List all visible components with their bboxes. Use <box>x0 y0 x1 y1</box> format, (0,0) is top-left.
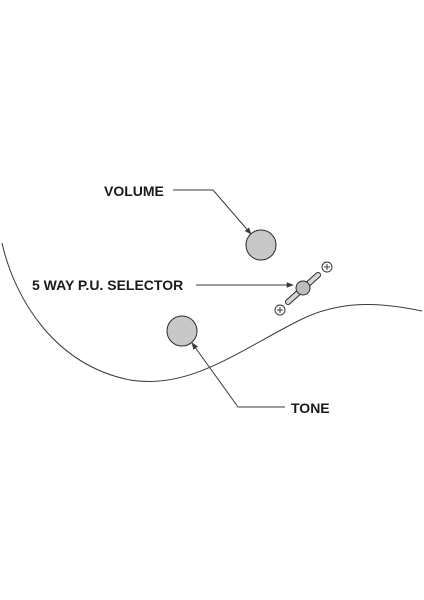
tone-knob <box>166 315 198 347</box>
selector-label: 5 WAY P.U. SELECTOR <box>32 277 183 293</box>
tone-label: TONE <box>291 400 330 416</box>
guitar-body-outline <box>1 242 423 382</box>
screw-icon <box>274 304 286 316</box>
volume-label: VOLUME <box>104 183 164 199</box>
tone-leader-arrow <box>191 342 285 408</box>
selector-tip <box>295 280 311 296</box>
volume-knob <box>245 229 277 261</box>
volume-leader-arrow <box>173 189 252 235</box>
pickup-selector-switch <box>285 272 321 305</box>
screw-icon <box>321 261 333 273</box>
